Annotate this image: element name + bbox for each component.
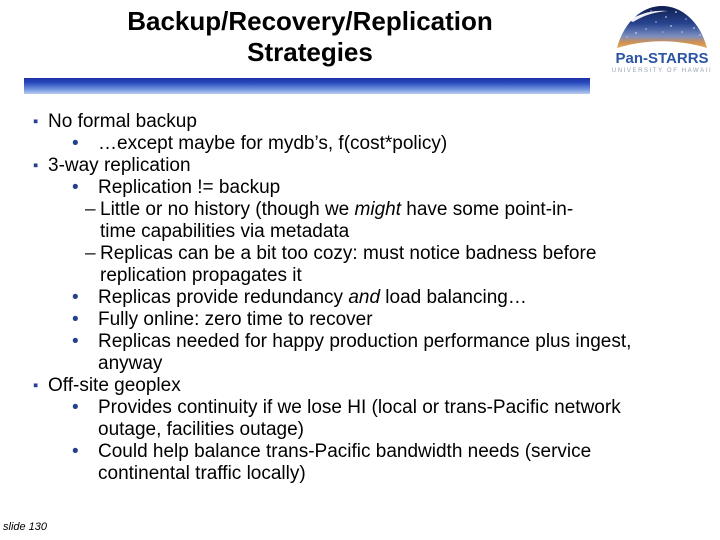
slide-title: Backup/Recovery/Replication Strategies (127, 6, 493, 67)
bullet-item: • Could help balance trans-Pacific bandwi… (0, 441, 706, 485)
logo-subtitle: UNIVERSITY OF HAWAII (611, 68, 713, 74)
bullet-item: • Provides continuity if we lose HI (loca… (0, 397, 706, 441)
night-sky-dome-icon (617, 6, 707, 48)
bullet-item: • Fully online: zero time to recover (0, 309, 706, 331)
bullet-list: ▪No formal backup•…except maybe for mydb… (0, 111, 706, 485)
dot-bullet-icon: • (72, 397, 79, 418)
square-bullet-icon: ▪ (33, 157, 39, 174)
bullet-text: …except maybe for mydb’s, f(cost*policy) (98, 133, 448, 154)
dash-bullet-icon: – (85, 243, 96, 264)
dot-bullet-icon: • (72, 133, 79, 154)
logo-wordmark: Pan-STARRS (615, 50, 709, 67)
bullet-text: Off-site geoplex (48, 375, 181, 396)
bullet-item: • Replicas provide redundancy and load ba… (0, 287, 706, 309)
bullet-text: Replicas needed for happy production per… (98, 331, 632, 374)
dot-bullet-icon: • (72, 309, 79, 330)
bullet-text: No formal backup (48, 111, 197, 132)
bullet-item: –Replicas can be a bit too cozy: must no… (0, 243, 706, 287)
bullet-item: ▪ 3-way replication (0, 155, 706, 177)
bullet-text: Could help balance trans-Pacific bandwid… (98, 441, 592, 484)
dot-bullet-icon: • (72, 331, 79, 352)
bullet-text: Fully online: zero time to recover (98, 309, 373, 330)
bullet-text: Little or no history (though we might ha… (100, 199, 574, 242)
title-divider-bar (24, 78, 590, 94)
bullet-item: –Little or no history (though we might h… (0, 199, 706, 243)
dot-bullet-icon: • (72, 287, 79, 308)
bullet-text: Replicas can be a bit too cozy: must not… (100, 243, 597, 286)
bullet-text: Provides continuity if we lose HI (local… (98, 397, 621, 440)
pan-starrs-logo: Pan-STARRS UNIVERSITY OF HAWAII (610, 4, 714, 75)
bullet-text: 3-way replication (48, 155, 191, 176)
bullet-item: • Replicas needed for happy production pe… (0, 331, 706, 375)
dot-bullet-icon: • (72, 177, 79, 198)
bullet-item: ▪ No formal backup (0, 111, 706, 133)
bullet-item: ▪ Off-site geoplex (0, 375, 706, 397)
slide-number: slide 130 (3, 521, 48, 533)
bullet-item: • Replication != backup (0, 177, 706, 199)
dot-bullet-icon: • (72, 441, 79, 462)
dash-bullet-icon: – (85, 199, 96, 220)
square-bullet-icon: ▪ (33, 377, 39, 394)
bullet-text: Replication != backup (98, 177, 281, 198)
square-bullet-icon: ▪ (33, 113, 39, 130)
bullet-text: Replicas provide redundancy and load bal… (98, 287, 527, 308)
bullet-item: • …except maybe for mydb’s, f(cost*policy… (0, 133, 706, 155)
